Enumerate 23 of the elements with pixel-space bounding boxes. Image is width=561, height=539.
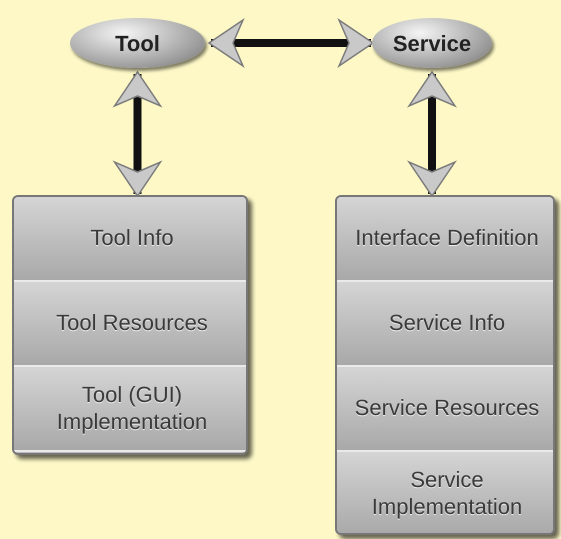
double-arrow (208, 19, 374, 67)
stack-panel (335, 195, 555, 535)
node-label: Tool (115, 30, 160, 58)
node-label: Service Info (388, 310, 506, 337)
node-label: Service (392, 30, 472, 58)
stack-panel (12, 195, 248, 455)
node-label: Service Implementation (370, 467, 524, 520)
ellipse-node (372, 18, 492, 68)
double-arrow (408, 71, 456, 197)
node-label: Interface Definition (355, 225, 539, 252)
layer-box (14, 367, 246, 452)
layer-box (337, 197, 553, 282)
layer-box (14, 282, 246, 367)
double-arrow (114, 71, 162, 197)
layer-box (337, 282, 553, 367)
node-label: Tool (GUI) Implementation (56, 382, 208, 435)
layer-box (337, 367, 553, 452)
node-label: Service Resources (354, 395, 540, 422)
layer-box (14, 197, 246, 282)
ellipse-node (70, 18, 205, 68)
node-label: Tool Info (90, 225, 174, 252)
node-label: Tool Resources (56, 310, 208, 337)
layer-box (337, 452, 553, 533)
